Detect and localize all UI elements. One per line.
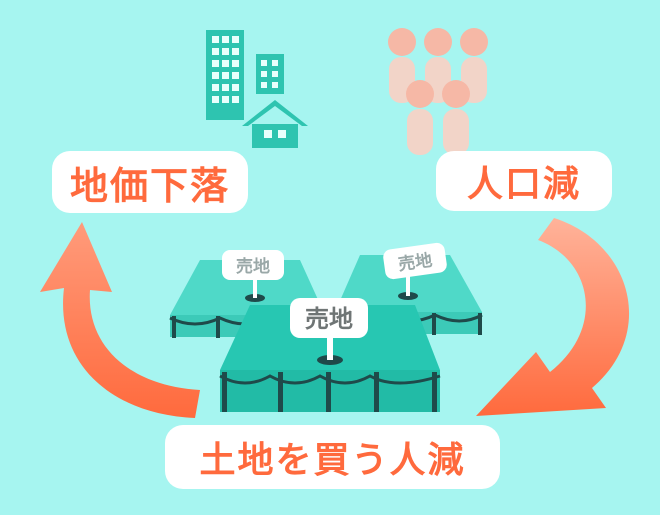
population-decline-text: 人口減 [466, 164, 581, 205]
sign-back-right-text: 売地 [397, 250, 434, 276]
population-decline-label: 人口減 [436, 151, 612, 211]
land-lots-illustration: 売地 売地 売地 [169, 242, 483, 412]
cycle-arrow-up-icon [40, 222, 200, 418]
house-icon [242, 100, 308, 148]
people-group-icon [388, 28, 488, 155]
land-price-drop-label: 地価下落 [52, 151, 248, 213]
lot-front [219, 298, 441, 412]
sign-back-left-text: 売地 [236, 256, 270, 277]
sign-front-text: 売地 [305, 305, 353, 333]
land-buyer-decline-text: 土地を買う人減 [199, 440, 466, 481]
cycle-arrow-down-icon [476, 218, 630, 416]
land-price-drop-text: 地価下落 [69, 163, 230, 208]
buildings-icon [206, 30, 284, 120]
land-buyer-decline-label: 土地を買う人減 [165, 425, 500, 489]
